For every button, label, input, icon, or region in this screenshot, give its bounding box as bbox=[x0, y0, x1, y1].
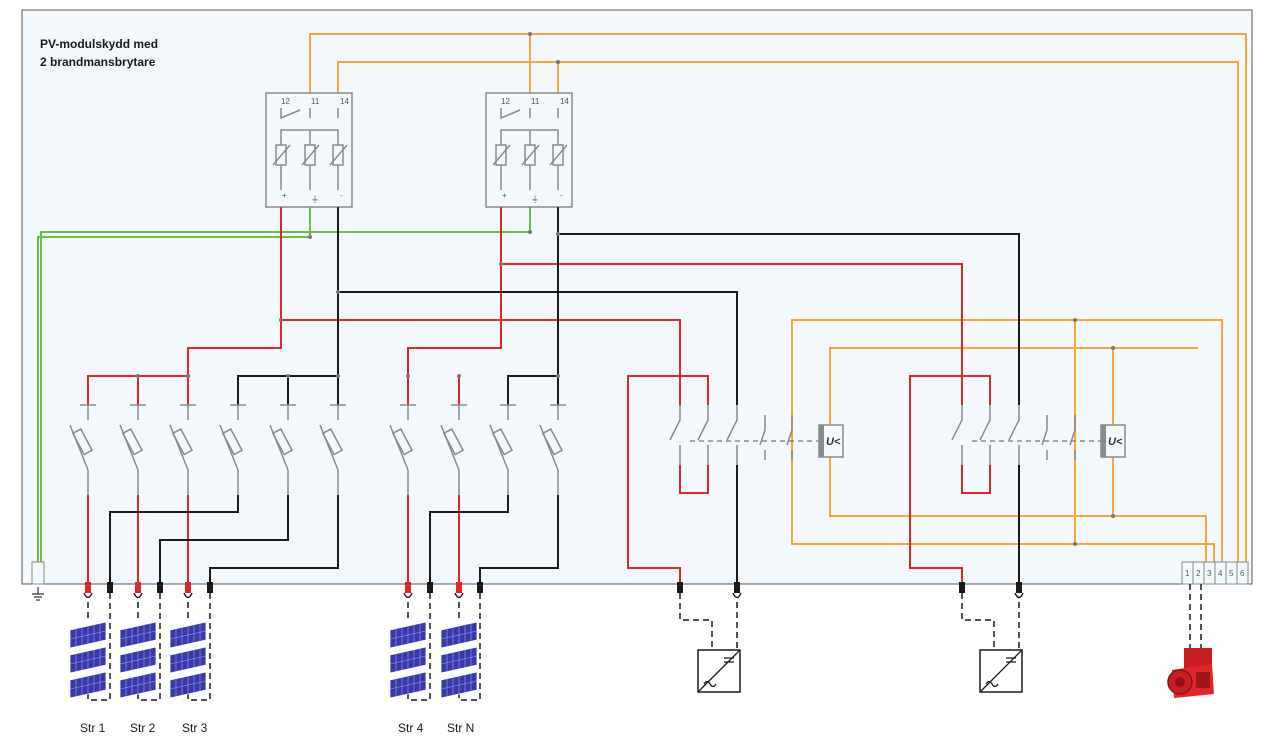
svg-text:4: 4 bbox=[1218, 569, 1223, 578]
earth-wiring bbox=[37, 207, 531, 562]
svg-text:⏚: ⏚ bbox=[311, 195, 319, 204]
string-label-n: Str N bbox=[447, 721, 474, 735]
pv-panel-cell-line bbox=[440, 655, 478, 665]
pv-panel-cell-line bbox=[389, 630, 427, 640]
string-label-1: Str 1 bbox=[80, 721, 106, 735]
string-label-3: Str 3 bbox=[182, 721, 208, 735]
svg-text:U<: U< bbox=[826, 436, 841, 448]
pv-panel-cell-line bbox=[69, 630, 107, 640]
ground-icon bbox=[31, 561, 45, 601]
string-label-2: Str 2 bbox=[130, 721, 156, 735]
svg-text:3: 3 bbox=[1207, 569, 1212, 578]
pv-panel-cell-line bbox=[69, 655, 107, 665]
pv-panel-cell-line bbox=[119, 630, 157, 640]
pv-panel-cell-line bbox=[440, 630, 478, 640]
control-terminal-block: 1 2 3 4 5 6 bbox=[1181, 561, 1249, 585]
pv-panel-cell-line bbox=[69, 680, 107, 690]
pv-panel-cell-line bbox=[440, 680, 478, 690]
fire-switch-1: 12 11 14 + ⏚ - bbox=[265, 92, 353, 208]
string-labels: Str 1 Str 2 Str 3 Str 4 Str N bbox=[80, 721, 474, 735]
control-wiring bbox=[309, 33, 1247, 562]
svg-text:-: - bbox=[560, 191, 563, 200]
load-break-switch-1: U< bbox=[669, 405, 844, 465]
load-break-switch-2: U< bbox=[951, 405, 1126, 465]
svg-text:14: 14 bbox=[340, 97, 349, 106]
pv-panel-cell-line bbox=[389, 680, 427, 690]
string-label-4: Str 4 bbox=[398, 721, 424, 735]
svg-text:U<: U< bbox=[1108, 436, 1123, 448]
dc-ac-inverter-icon bbox=[697, 649, 741, 693]
svg-text:11: 11 bbox=[311, 97, 320, 106]
enclosure bbox=[21, 9, 1253, 585]
svg-text:-: - bbox=[340, 191, 343, 200]
pv-panel-cell-line bbox=[169, 630, 207, 640]
svg-text:14: 14 bbox=[560, 97, 569, 106]
string-fuse-switches bbox=[69, 404, 566, 495]
diagram-title-line1: PV-modulskydd med bbox=[40, 37, 158, 51]
pv-panel-cell-line bbox=[169, 655, 207, 665]
dc-ac-inverter-icon bbox=[979, 649, 1023, 693]
pv-panel-cell-line bbox=[119, 680, 157, 690]
svg-text:11: 11 bbox=[531, 97, 540, 106]
pv-panel-cell-line bbox=[389, 655, 427, 665]
pv-panel-cell-line bbox=[169, 680, 207, 690]
diagram-title-line2: 2 brandmansbrytare bbox=[40, 55, 156, 69]
svg-text:2: 2 bbox=[1196, 569, 1201, 578]
mc4-connectors bbox=[83, 582, 1024, 599]
fire-switch-2: 12 11 14 + ⏚ - bbox=[485, 92, 573, 208]
pv-panel-cell-line bbox=[119, 655, 157, 665]
svg-text:⏚: ⏚ bbox=[531, 195, 539, 204]
svg-text:+: + bbox=[502, 191, 507, 200]
pv-panels bbox=[69, 621, 478, 699]
junction-dots bbox=[136, 32, 1115, 546]
svg-text:12: 12 bbox=[501, 97, 510, 106]
svg-text:1: 1 bbox=[1185, 569, 1190, 578]
svg-text:5: 5 bbox=[1229, 569, 1234, 578]
svg-text:6: 6 bbox=[1240, 569, 1245, 578]
svg-text:+: + bbox=[282, 191, 287, 200]
red-emergency-switch-icon bbox=[1167, 648, 1214, 698]
svg-text:12: 12 bbox=[281, 97, 290, 106]
external-cables bbox=[87, 584, 1202, 701]
